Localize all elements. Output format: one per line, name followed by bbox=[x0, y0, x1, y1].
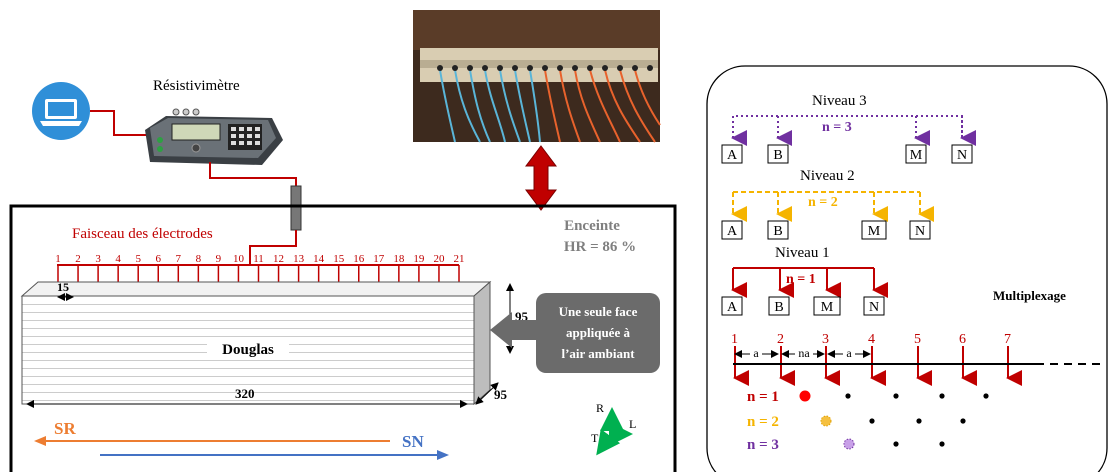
level3-box-a: A bbox=[727, 148, 738, 163]
laptop-meter-cable bbox=[90, 110, 150, 136]
multiplexing-panel bbox=[706, 65, 1108, 472]
point-n2 bbox=[916, 418, 922, 424]
resistivity-meter-device bbox=[145, 108, 283, 165]
position-number: 7 bbox=[1004, 332, 1011, 347]
point-n3 bbox=[893, 441, 899, 447]
point-n1 bbox=[893, 393, 899, 399]
level2-n: n = 2 bbox=[808, 195, 838, 210]
electrode-number: 18 bbox=[393, 253, 405, 265]
electrode-number: 5 bbox=[135, 253, 141, 265]
bundle-title: Faisceau des électrodes bbox=[72, 226, 213, 242]
point-n1-active bbox=[799, 390, 811, 402]
level3-box-n: N bbox=[957, 148, 967, 163]
electrode-number: 3 bbox=[95, 253, 101, 265]
photo-link-arrow bbox=[525, 145, 557, 211]
spacing-na: na bbox=[798, 346, 810, 360]
multiplexing-title: Multiplexage bbox=[993, 288, 1066, 303]
level2-box-b: B bbox=[773, 224, 782, 239]
electrode-number: 19 bbox=[413, 253, 425, 265]
width-arrow bbox=[475, 382, 499, 405]
row-label-n2: n = 2 bbox=[747, 414, 779, 430]
callout-line-3: l’air ambiant bbox=[561, 346, 635, 361]
position-number: 4 bbox=[868, 332, 875, 347]
spacing-label: 15 bbox=[57, 280, 69, 294]
ambient-callout-arrow bbox=[490, 312, 536, 348]
position-number: 1 bbox=[731, 332, 738, 347]
electrode-number: 14 bbox=[313, 253, 325, 265]
width-label: 95 bbox=[494, 387, 508, 402]
electrode-number: 4 bbox=[115, 253, 121, 265]
enclosure-title: Enceinte bbox=[564, 218, 620, 234]
level1-box-b: B bbox=[774, 300, 783, 315]
position-group: 1 2 3 4 5 6 7 bbox=[731, 332, 1022, 386]
length-label: 320 bbox=[235, 386, 255, 401]
electrode-number: 7 bbox=[176, 253, 182, 265]
electrode-number: 13 bbox=[293, 253, 305, 265]
enclosure-frame bbox=[9, 204, 677, 472]
level2-box-n: N bbox=[915, 224, 925, 239]
electrode-number: 8 bbox=[196, 253, 202, 265]
point-n3 bbox=[939, 441, 945, 447]
electrode-number: 17 bbox=[373, 253, 385, 265]
electrode-number: 1 bbox=[55, 253, 61, 265]
point-n3-active bbox=[843, 438, 855, 450]
position-number: 2 bbox=[777, 332, 784, 347]
position-number: 5 bbox=[914, 332, 921, 347]
axis-r-label: R bbox=[596, 401, 604, 415]
level1-n: n = 1 bbox=[786, 272, 816, 287]
callout-line-2: appliquée à bbox=[566, 325, 630, 340]
point-n2-active bbox=[820, 415, 832, 427]
level3-box-b: B bbox=[773, 148, 782, 163]
laptop-icon bbox=[32, 82, 90, 140]
meter-connector-cable bbox=[209, 162, 297, 186]
position-number: 6 bbox=[959, 332, 966, 347]
meter-title: Résistivimètre bbox=[153, 78, 240, 94]
measurement-points bbox=[799, 390, 989, 450]
humidity-label: HR = 86 % bbox=[564, 239, 636, 255]
level1-box-n: N bbox=[869, 300, 879, 315]
electrode-number: 21 bbox=[454, 253, 465, 265]
level2-box-m: M bbox=[868, 224, 881, 239]
level1-title: Niveau 1 bbox=[775, 245, 830, 261]
row-label-n1: n = 1 bbox=[747, 389, 779, 405]
level3-box-m: M bbox=[910, 148, 923, 163]
point-n1 bbox=[983, 393, 989, 399]
axis-t-label: T bbox=[591, 431, 599, 445]
electrode-number: 15 bbox=[333, 253, 345, 265]
electrode-number: 11 bbox=[253, 253, 264, 265]
electrode-number: 10 bbox=[233, 253, 245, 265]
point-n2 bbox=[960, 418, 966, 424]
point-n2 bbox=[869, 418, 875, 424]
spacing-a-2: a bbox=[846, 346, 852, 360]
electrode-number: 2 bbox=[75, 253, 81, 265]
axis-l-label: L bbox=[629, 417, 636, 431]
spacing-a-1: a bbox=[753, 346, 759, 360]
bundle-feed-cable bbox=[249, 240, 297, 265]
level3-n: n = 3 bbox=[822, 120, 852, 135]
electrode-number: 20 bbox=[433, 253, 445, 265]
position-number: 3 bbox=[822, 332, 829, 347]
row-label-n3: n = 3 bbox=[747, 437, 779, 453]
level2-title: Niveau 2 bbox=[800, 168, 855, 184]
axis-triad bbox=[596, 407, 633, 456]
electrode-number: 9 bbox=[216, 253, 222, 265]
level1-box-a: A bbox=[727, 300, 738, 315]
sn-label: SN bbox=[402, 432, 424, 451]
electrode-bundle-photo bbox=[413, 10, 661, 143]
level3-title: Niveau 3 bbox=[812, 93, 867, 109]
cable-connector bbox=[290, 185, 302, 231]
callout-line-1: Une seule face bbox=[559, 304, 638, 319]
point-n1 bbox=[845, 393, 851, 399]
level2-box-a: A bbox=[727, 224, 738, 239]
wood-label: Douglas bbox=[222, 342, 274, 358]
electrode-number: 16 bbox=[353, 253, 365, 265]
electrode-number: 12 bbox=[273, 253, 284, 265]
point-n1 bbox=[939, 393, 945, 399]
level1-box-m: M bbox=[821, 300, 834, 315]
electrode-number: 6 bbox=[156, 253, 162, 265]
ambient-callout-box bbox=[536, 293, 660, 373]
sr-label: SR bbox=[54, 419, 76, 438]
